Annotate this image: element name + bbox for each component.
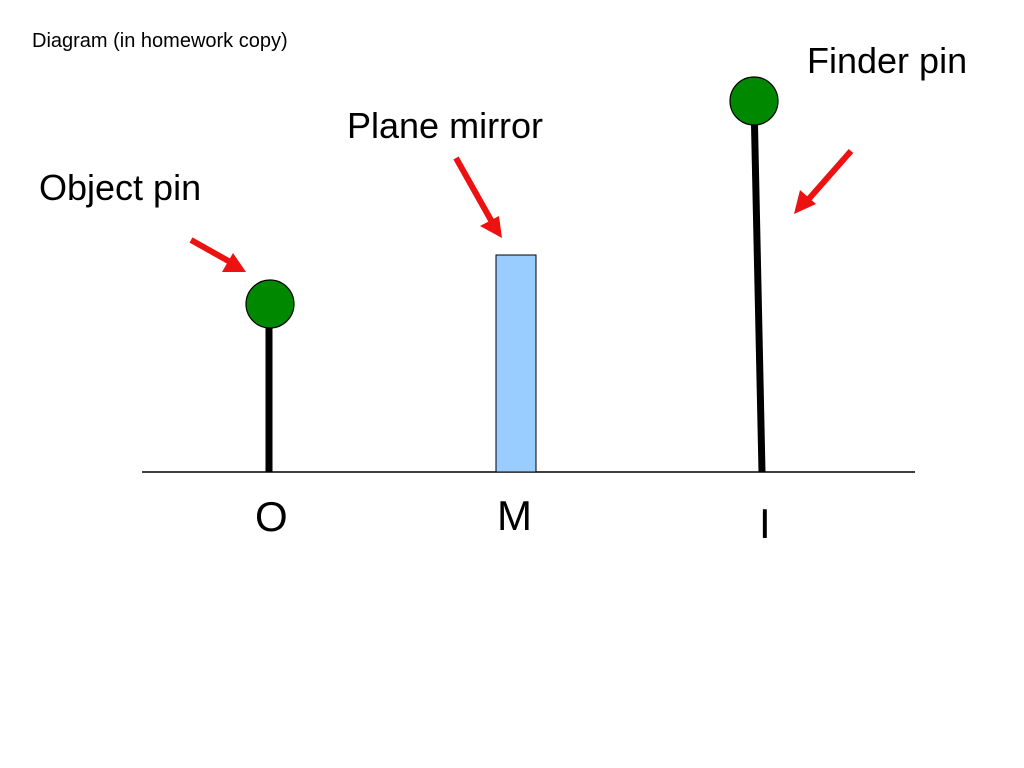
plane-mirror-arrow-icon: [453, 156, 502, 238]
point-m-label: M: [497, 492, 532, 539]
point-o-label: O: [255, 493, 288, 540]
object-pin-label: Object pin: [39, 167, 201, 208]
diagram-caption: Diagram (in homework copy): [32, 30, 288, 52]
plane-mirror: [495, 254, 537, 473]
finder-pin-arrow-icon: [794, 149, 854, 214]
finder-pin-label: Finder pin: [807, 40, 967, 81]
finder-pin-head-icon: [729, 76, 779, 126]
object-pin-head-icon: [245, 279, 295, 329]
object-pin-arrow-icon: [189, 237, 246, 272]
finder-pin: [729, 76, 779, 473]
object-pin: [245, 279, 295, 472]
point-i-label: I: [759, 500, 771, 547]
finder-pin-shaft: [750, 101, 766, 473]
plane-mirror-label: Plane mirror: [347, 105, 543, 146]
